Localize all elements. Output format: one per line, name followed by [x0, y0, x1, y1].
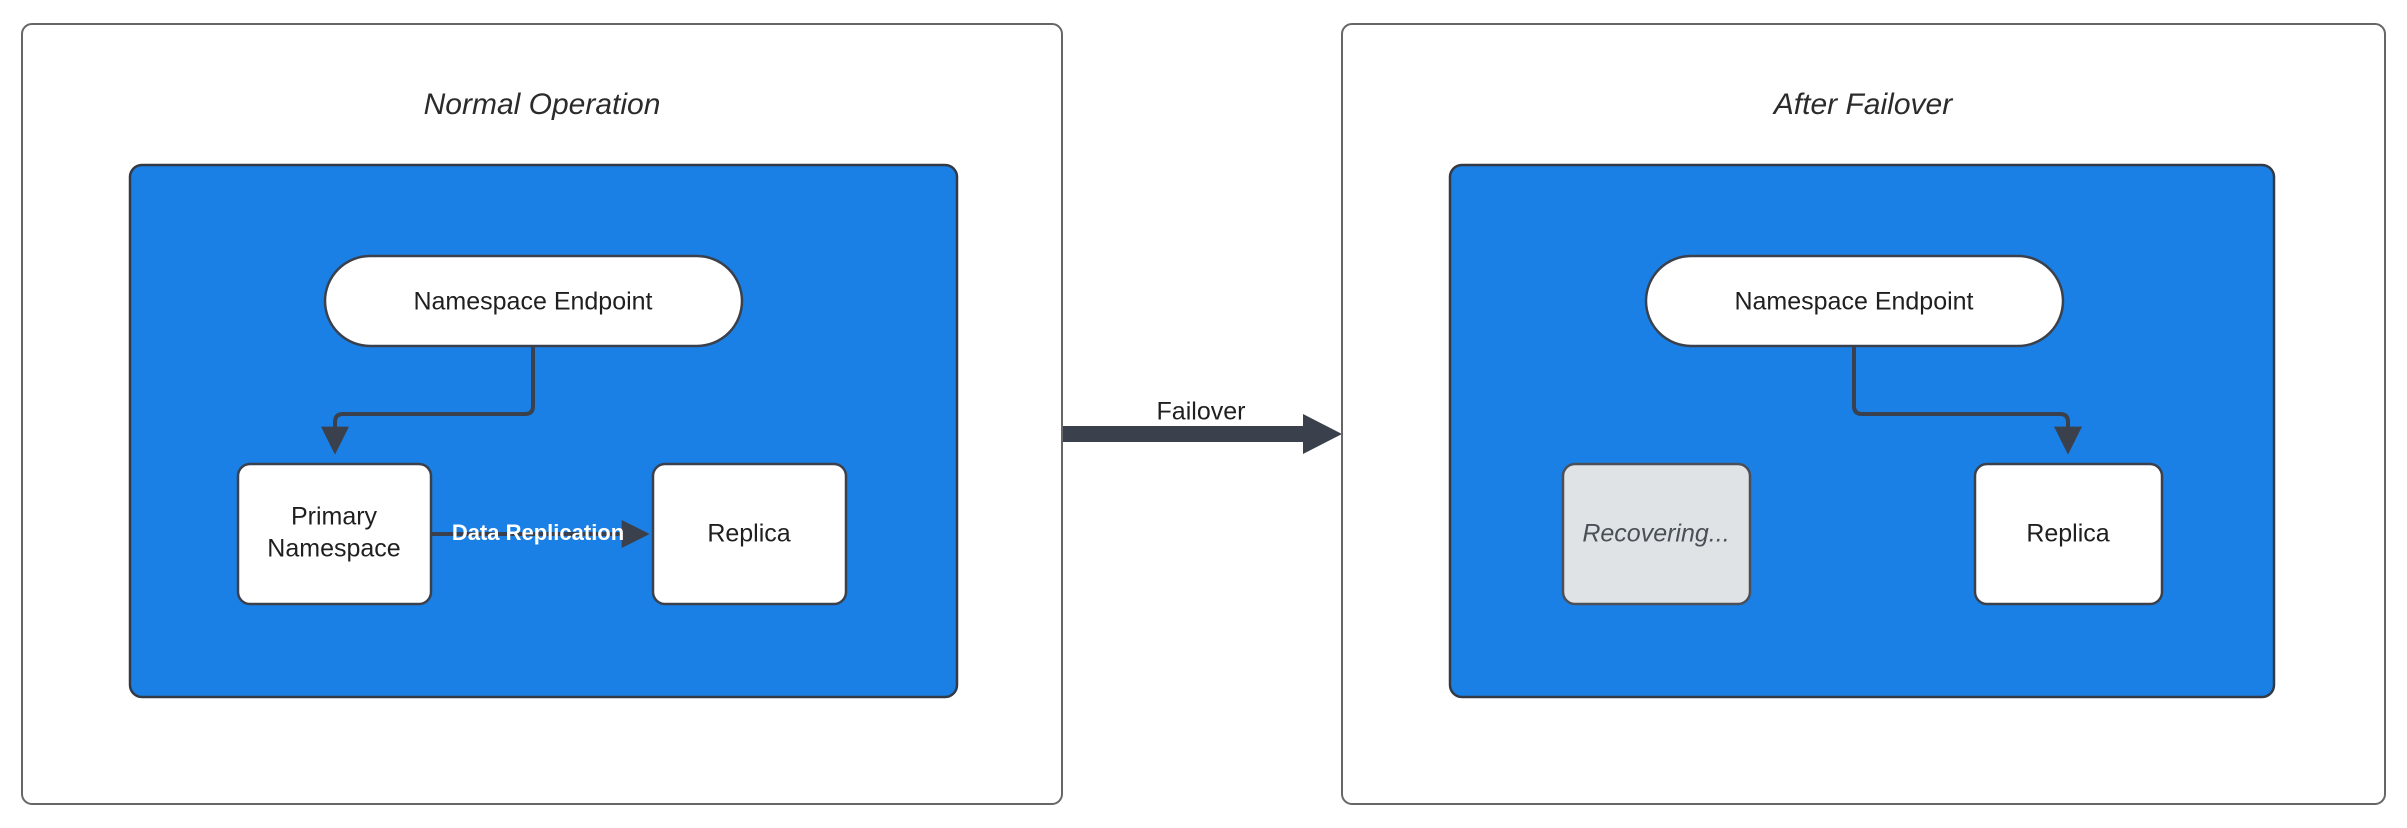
- node-label-namespace-endpoint-right: Namespace Endpoint: [1734, 288, 1973, 316]
- edge-label-data-replication: Data Replication: [452, 520, 624, 545]
- failover-transition: Failover: [1063, 398, 1342, 454]
- node-namespace-endpoint-right[interactable]: Namespace Endpoint: [1644, 254, 2065, 348]
- node-namespace-endpoint-left[interactable]: Namespace Endpoint: [323, 254, 744, 348]
- node-replica-left[interactable]: Replica: [651, 462, 848, 606]
- cluster-after-failover: [1448, 163, 2276, 699]
- edge-path-endpoint-primary: [321, 346, 535, 455]
- node-label-replica-right: Replica: [2026, 520, 2109, 548]
- node-primary-namespace[interactable]: Primary Namespace: [236, 462, 433, 606]
- panel-after-failover: After Failover Namespace Endpoint Recove…: [1341, 23, 2386, 805]
- node-recovering[interactable]: Recovering...: [1561, 462, 1752, 606]
- node-shape-replica-left: [651, 462, 848, 606]
- node-shape-replica-right: [1973, 462, 2164, 606]
- panel-title-failover: After Failover: [1772, 88, 1953, 121]
- node-label-recovering: Recovering...: [1582, 520, 1729, 548]
- transition-arrow-failover: [1063, 414, 1342, 454]
- node-label-primary-line1: Primary: [291, 503, 378, 531]
- transition-label-failover: Failover: [1157, 398, 1246, 426]
- edge-endpoint-to-primary: [321, 346, 535, 455]
- cluster-normal-operation: [128, 163, 959, 699]
- node-label-primary-line2: Namespace: [267, 535, 400, 563]
- edge-primary-to-replica: Data Replication: [431, 520, 650, 548]
- panel-title-normal: Normal Operation: [424, 88, 661, 121]
- node-replica-right[interactable]: Replica: [1973, 462, 2164, 606]
- edge-endpoint-to-replica: [1852, 346, 2082, 455]
- edge-path-endpoint-replica: [1852, 346, 2082, 455]
- node-label-replica-left: Replica: [707, 520, 790, 548]
- node-label-namespace-endpoint: Namespace Endpoint: [413, 288, 652, 316]
- panel-normal-operation: Normal Operation Namespace Endpoint Prim…: [21, 23, 1063, 805]
- node-shape-recovering: [1561, 462, 1752, 606]
